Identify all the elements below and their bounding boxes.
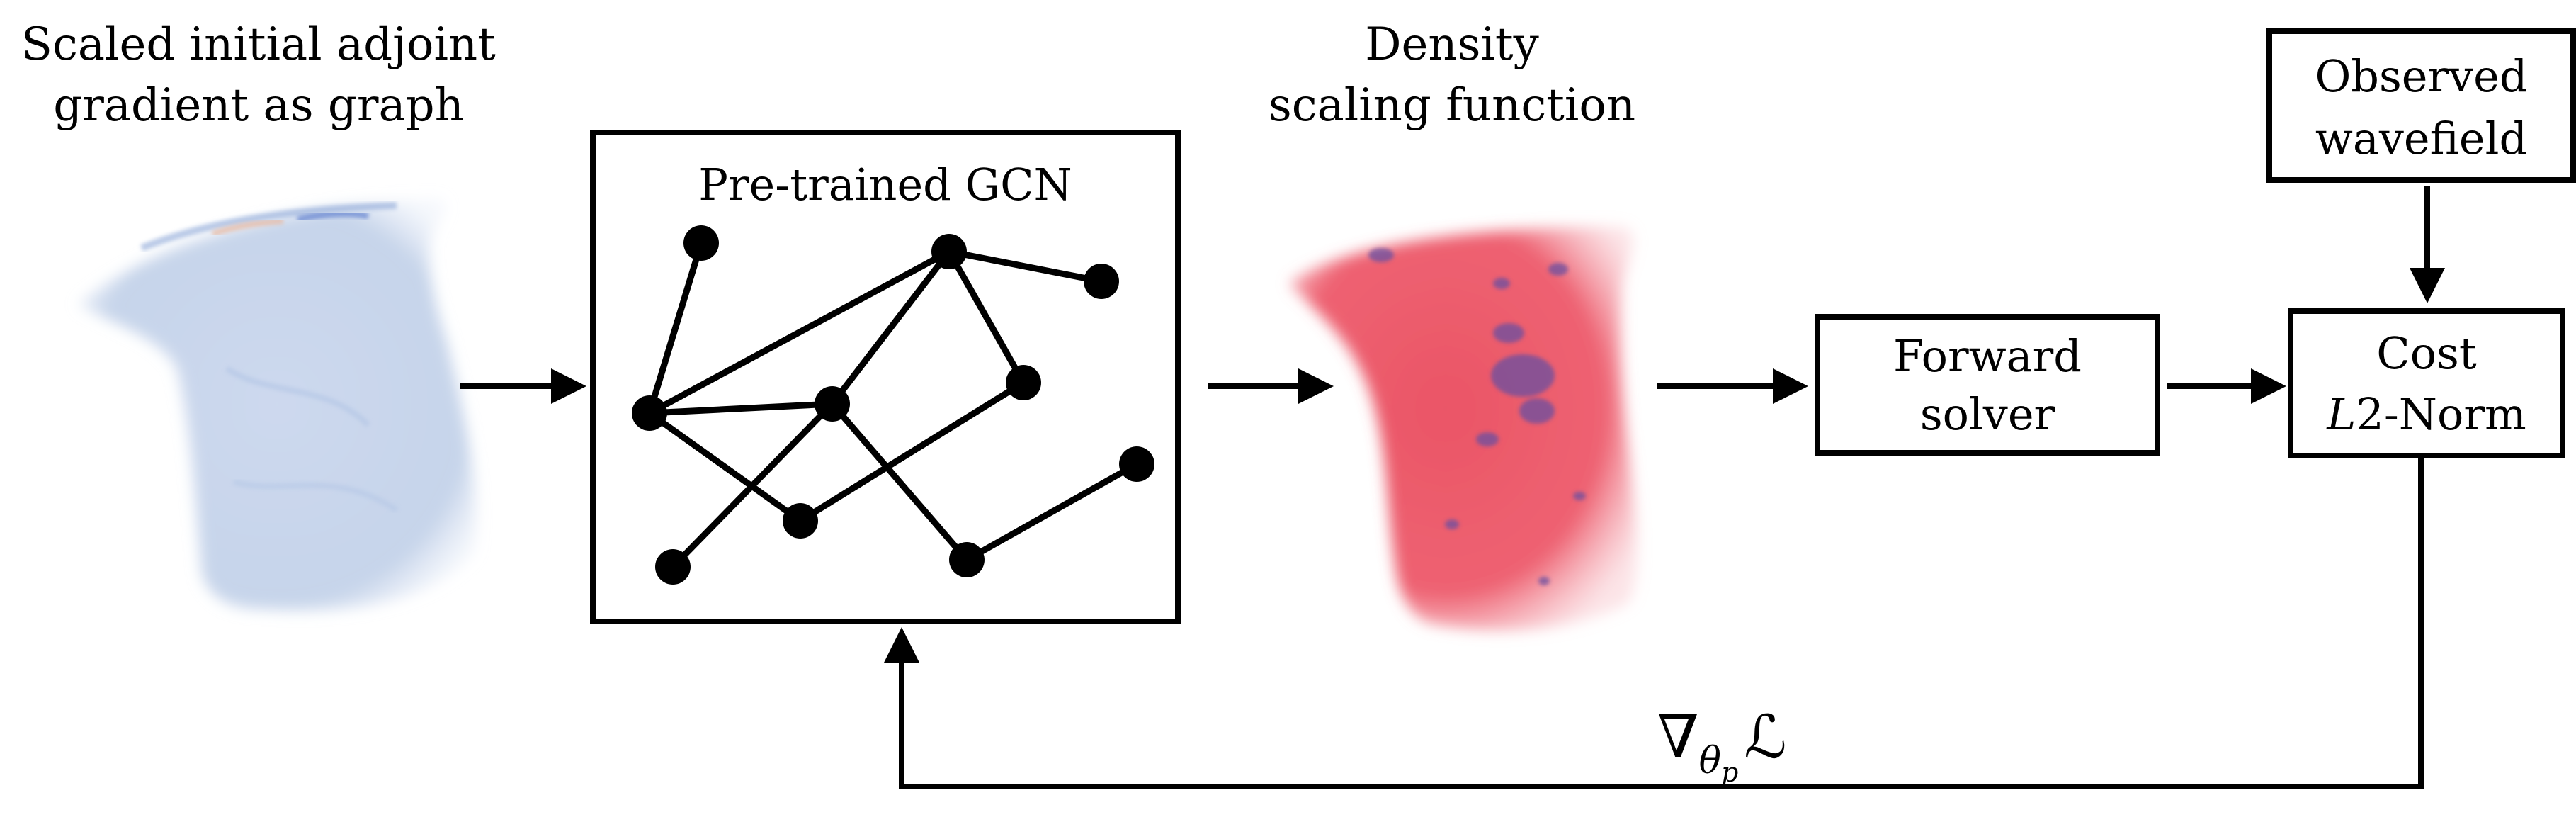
adjoint-volume-image — [78, 198, 477, 611]
observed-line1: Observed — [2315, 50, 2528, 102]
density-label: Density scaling function — [1247, 14, 1657, 136]
theta-subscript: θ — [1698, 740, 1721, 782]
adjoint-label: Scaled initial adjoint gradient as graph — [0, 14, 517, 136]
p-subsubscript: p — [1720, 757, 1739, 788]
adjoint-label-line2: gradient as graph — [53, 79, 464, 132]
adjoint-label-line1: Scaled initial adjoint — [21, 18, 496, 71]
gcn-box — [590, 130, 1181, 624]
cost-line1: Cost — [2376, 327, 2477, 379]
gcn-graph-edges — [646, 242, 1139, 570]
density-volume-image — [1289, 227, 1638, 631]
forward-solver-line1: Forward — [1893, 330, 2082, 382]
observed-line2: wavefield — [2315, 113, 2528, 164]
density-label-line2: scaling function — [1268, 79, 1636, 132]
cost-box: Cost L2-Norm — [2288, 308, 2565, 458]
forward-solver-line2: solver — [1919, 388, 2055, 440]
nabla-symbol: ∇ — [1657, 702, 1699, 772]
cost-norm-text: 2-Norm — [2356, 388, 2526, 440]
loss-symbol: ℒ — [1744, 702, 1787, 772]
gcn-graph-nodes — [632, 225, 1154, 585]
forward-solver-box: Forward solver — [1815, 314, 2160, 456]
gradient-label: ∇θpℒ — [1657, 702, 1787, 788]
density-label-line1: Density — [1365, 18, 1539, 71]
observed-wavefield-box: Observed wavefield — [2266, 28, 2576, 183]
flow-arrows — [460, 186, 2445, 789]
cost-line2: L2-Norm — [2293, 385, 2560, 444]
cost-l-symbol: L — [2327, 388, 2356, 440]
gcn-title: Pre-trained GCN — [698, 159, 1072, 210]
